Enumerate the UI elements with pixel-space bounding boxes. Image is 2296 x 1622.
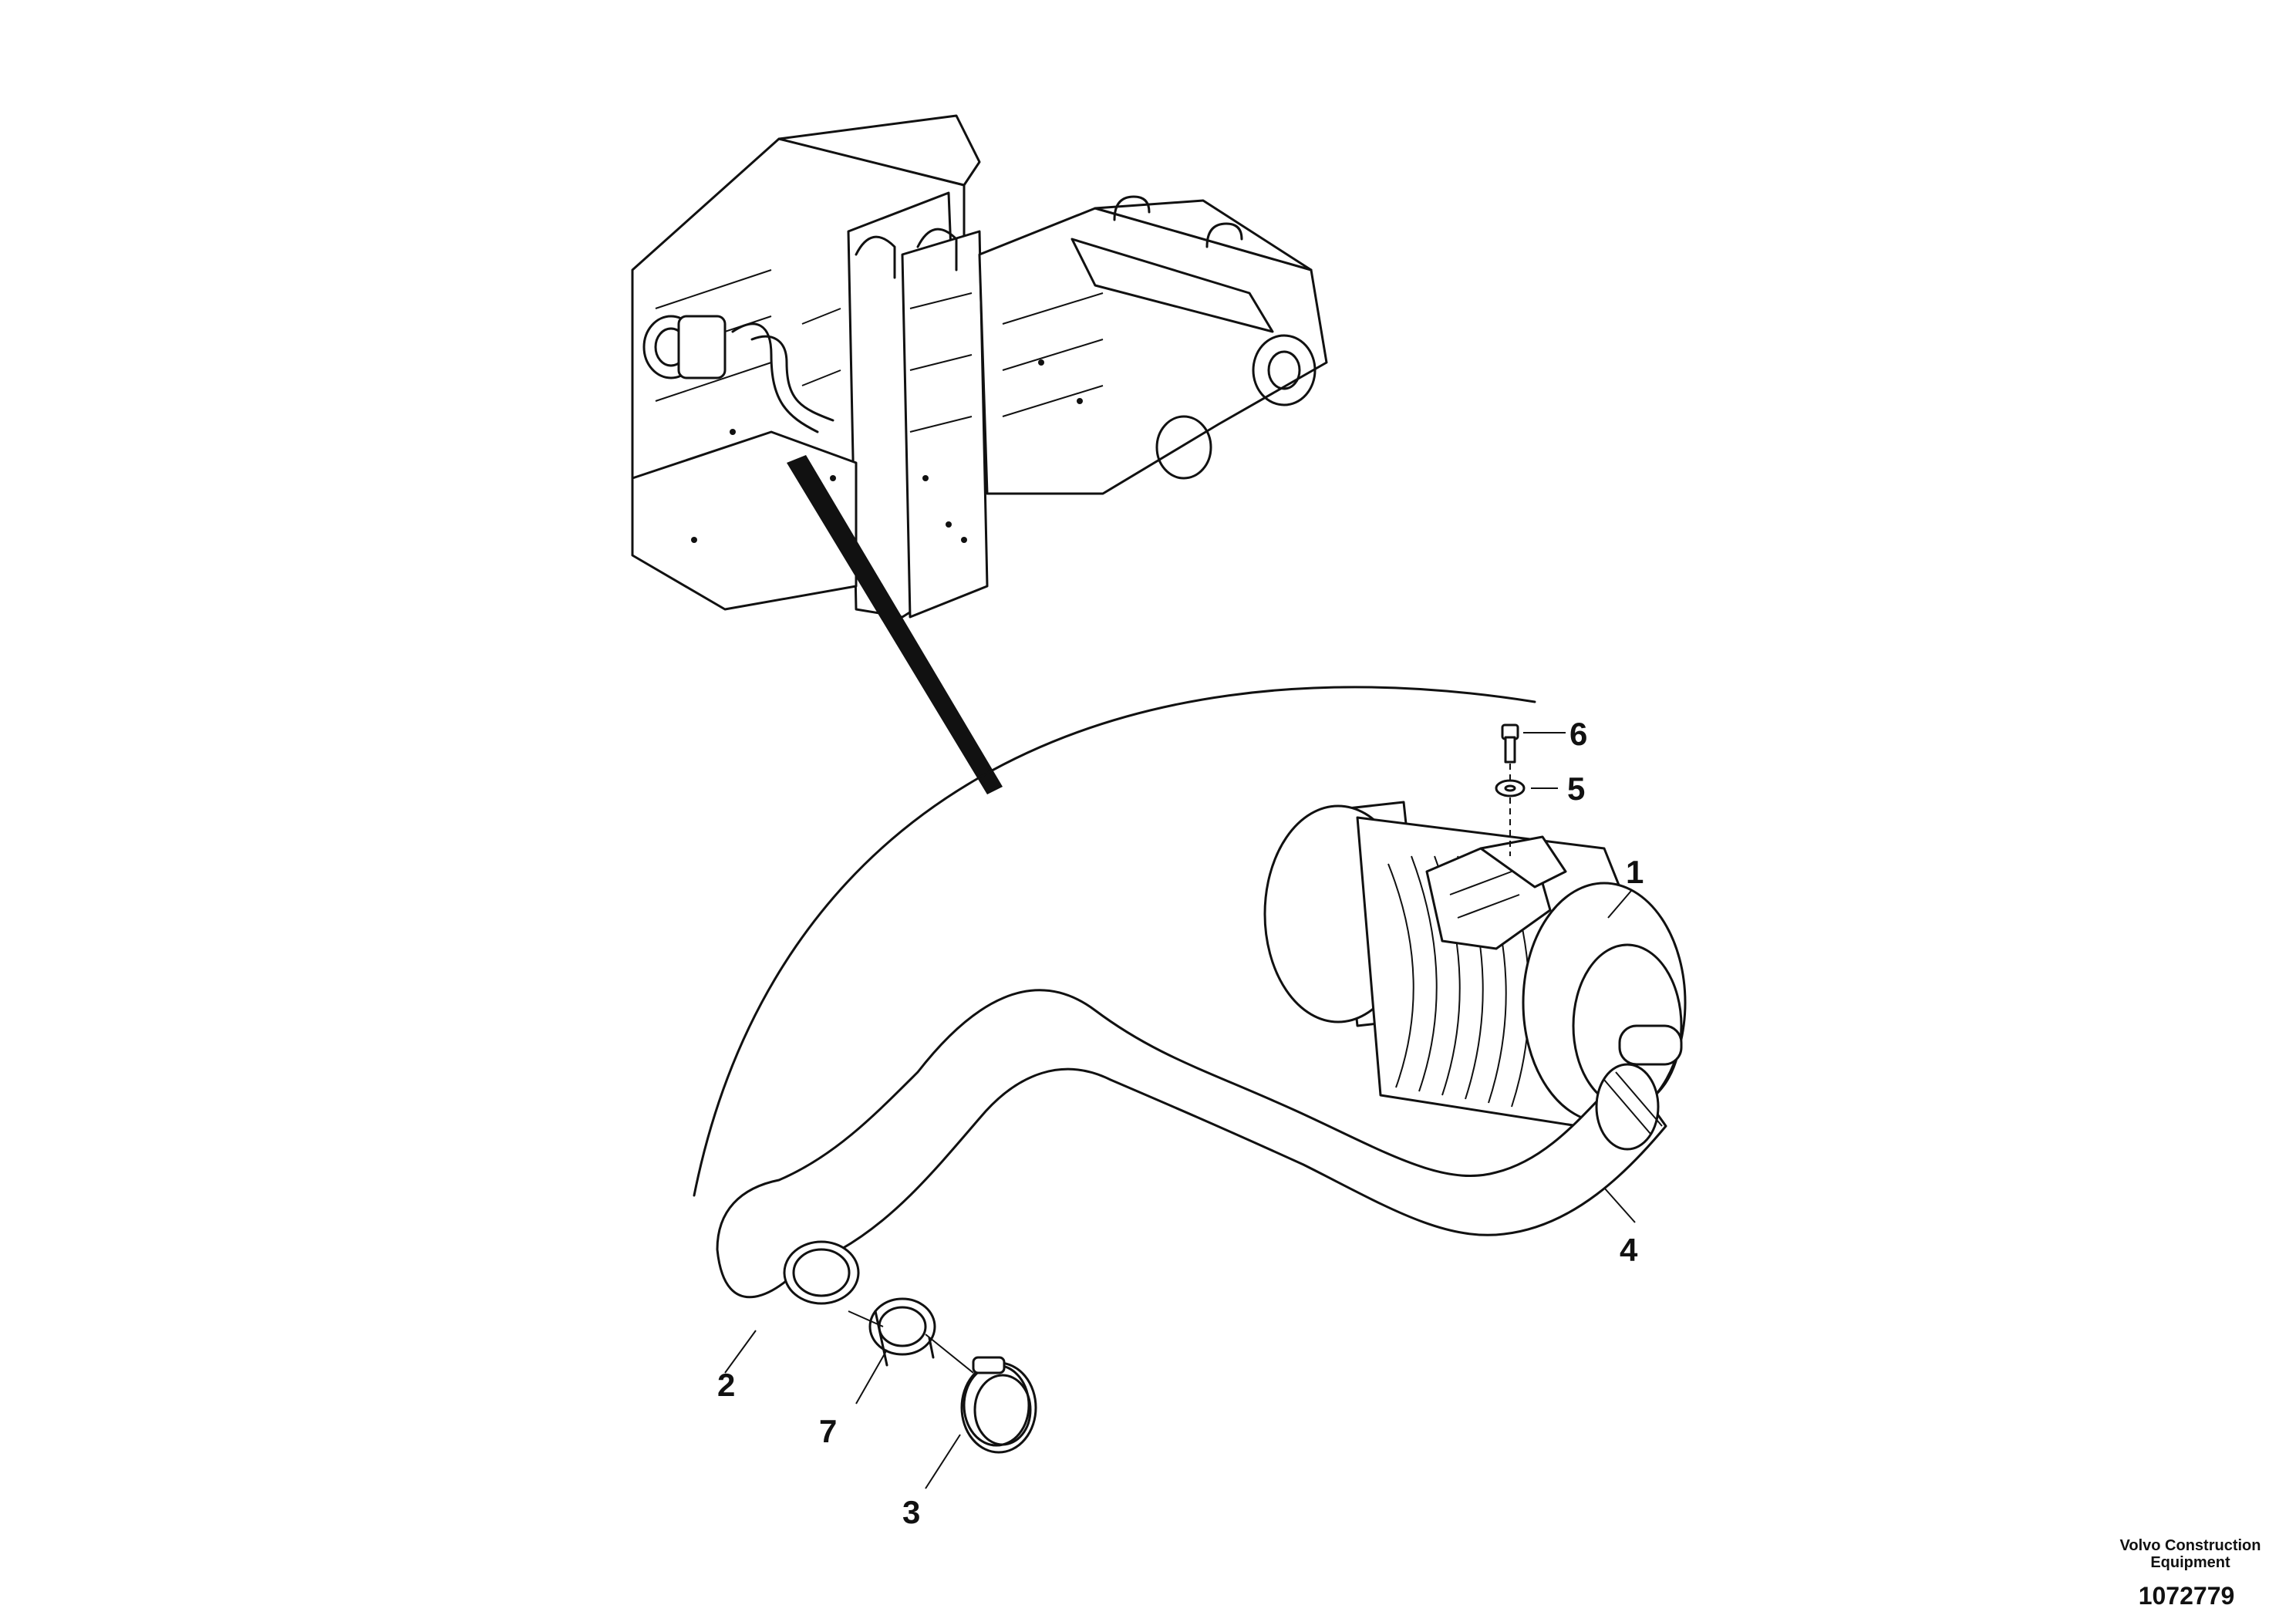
drawing-number: 1072779	[2139, 1582, 2235, 1610]
detail-leader-wedge	[787, 455, 1003, 794]
callout-6: 6	[1569, 716, 1587, 752]
callout-5: 5	[1567, 771, 1585, 807]
washer	[1495, 779, 1526, 798]
callout-4: 4	[1620, 1232, 1638, 1268]
leader-lines	[724, 732, 1636, 1489]
callout-1: 1	[1626, 854, 1644, 890]
callout-7: 7	[819, 1413, 837, 1449]
hose-clamp	[960, 1356, 1037, 1454]
callout-2: 2	[717, 1367, 735, 1403]
callout-3: 3	[902, 1494, 920, 1530]
hose-sleeve	[868, 1297, 936, 1367]
air-hose	[716, 989, 1667, 1305]
detail-arc	[693, 686, 1536, 1197]
company-name-line1: Volvo Construction	[2120, 1537, 2261, 1554]
machine-frame-overview	[631, 114, 1328, 619]
screw	[1501, 723, 1519, 764]
company-name-line2: Equipment	[2150, 1554, 2230, 1571]
air-filter	[1263, 801, 1687, 1135]
